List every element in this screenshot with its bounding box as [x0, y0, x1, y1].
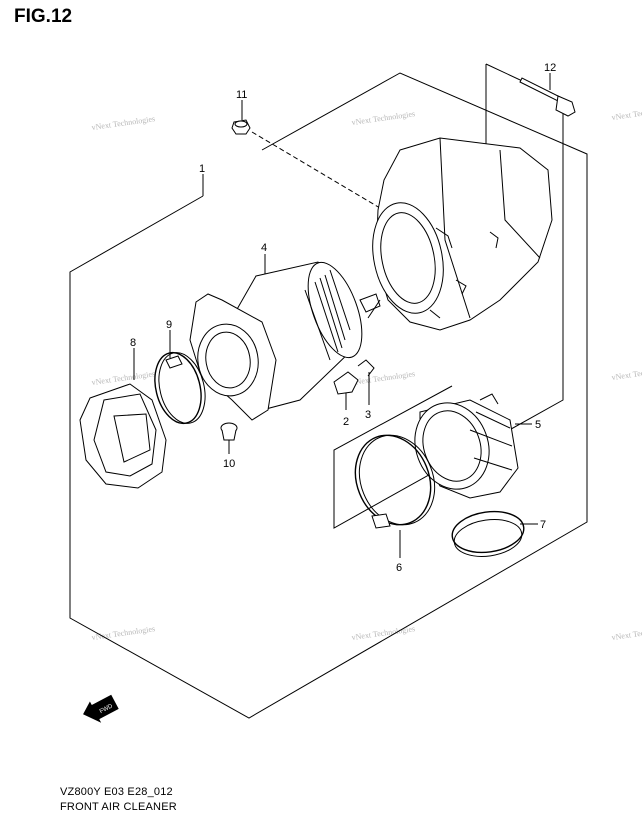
fwd-arrow-icon: FWD — [83, 694, 119, 723]
model-code: VZ800Y E03 E28_012 — [60, 786, 173, 798]
intake-subassembly-outline — [333, 165, 564, 529]
callout-4: 4 — [261, 242, 267, 254]
watermark-text: vNext Technologies — [611, 364, 642, 382]
callout-1: 1 — [199, 163, 205, 175]
figure-title: FIG.12 — [14, 6, 73, 27]
callout-11: 11 — [236, 89, 247, 101]
part-7-ring — [451, 510, 525, 557]
callout-numbers: 1 2 3 4 5 6 7 8 9 10 11 12 — [130, 62, 556, 574]
watermark-text: vNext Technologies — [91, 114, 156, 132]
callout-12: 12 — [544, 62, 556, 74]
watermark-text: vNext Technologies — [91, 624, 156, 642]
assembly-outline — [69, 72, 588, 719]
part-2-plug — [333, 371, 359, 395]
watermarks: vNext Technologies vNext Technologies vN… — [91, 104, 642, 642]
part-3-clip — [357, 359, 375, 377]
callout-3: 3 — [365, 409, 371, 421]
watermark-text: vNext Technologies — [611, 104, 642, 122]
callout-2: 2 — [343, 416, 349, 428]
part-11-screw — [231, 119, 251, 135]
callout-7: 7 — [540, 519, 546, 531]
watermark-text: vNext Technologies — [91, 369, 156, 387]
callout-8: 8 — [130, 337, 136, 349]
callout-9: 9 — [166, 319, 172, 331]
watermark-text: vNext Technologies — [611, 624, 642, 642]
part-9-clamp — [154, 351, 206, 425]
part-5-intake-duct — [414, 393, 519, 499]
diagram-name: FRONT AIR CLEANER — [60, 801, 177, 813]
callout-10: 10 — [223, 458, 235, 470]
callout-5: 5 — [535, 419, 541, 431]
part-6-clamp — [354, 434, 436, 529]
part-4-filter-element — [189, 261, 363, 421]
callout-6: 6 — [396, 562, 402, 574]
part-air-cleaner-case — [359, 137, 553, 331]
part-12-bolt — [519, 77, 576, 117]
part-8-cover — [79, 383, 167, 489]
watermark-text: vNext Technologies — [351, 109, 416, 127]
part-10-screw — [220, 422, 238, 441]
watermark-text: vNext Technologies — [351, 369, 416, 387]
